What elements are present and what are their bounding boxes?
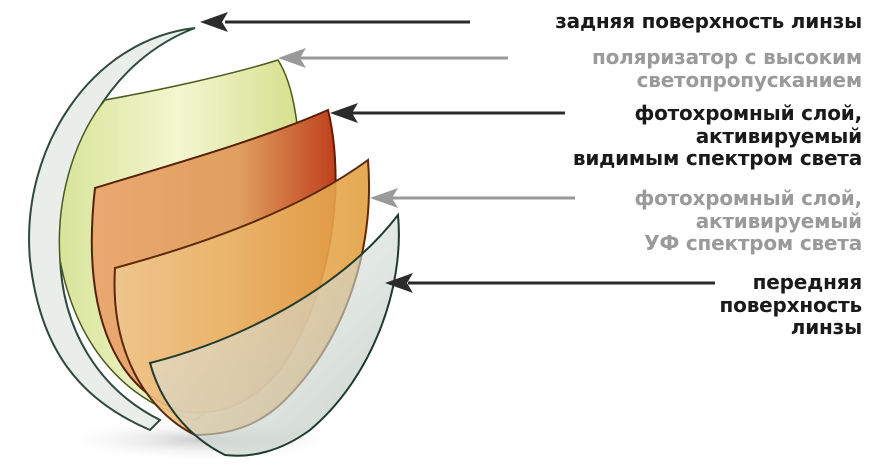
label-front-surface: передняя поверхность линзы	[719, 270, 863, 339]
label-uv-photochromic: фотохромный слой, активируемый УФ спектр…	[634, 187, 862, 255]
label-line: УФ спектром света	[644, 231, 862, 255]
arrow-uv-layer	[370, 188, 575, 208]
label-line: фотохромный слой,	[634, 186, 862, 210]
label-line: активируемый	[695, 208, 863, 233]
front-surface-layer	[148, 212, 400, 457]
label-line: передняя	[752, 270, 863, 294]
label-back-surface: задняя поверхность линзы	[555, 10, 862, 33]
label-line: поверхность	[719, 292, 863, 317]
label-line: линзы	[790, 315, 862, 339]
label-line: светопропусканием	[636, 67, 863, 92]
label-line: поляризатор с высоким	[592, 45, 862, 69]
label-line: активируемый	[695, 123, 863, 148]
arrow-visible-layer	[330, 103, 565, 123]
label-visible-photochromic: фотохромный слой, активируемый видимым с…	[573, 102, 862, 170]
label-line: задняя поверхность линзы	[555, 9, 862, 33]
arrow-front-surface	[385, 273, 715, 293]
arrow-polarizer	[278, 48, 508, 68]
label-line: видимым спектром света	[572, 146, 862, 170]
arrow-back-surface	[200, 12, 470, 32]
label-polarizer: поляризатор с высоким светопропусканием	[592, 46, 862, 91]
label-line: фотохромный слой,	[634, 101, 862, 125]
